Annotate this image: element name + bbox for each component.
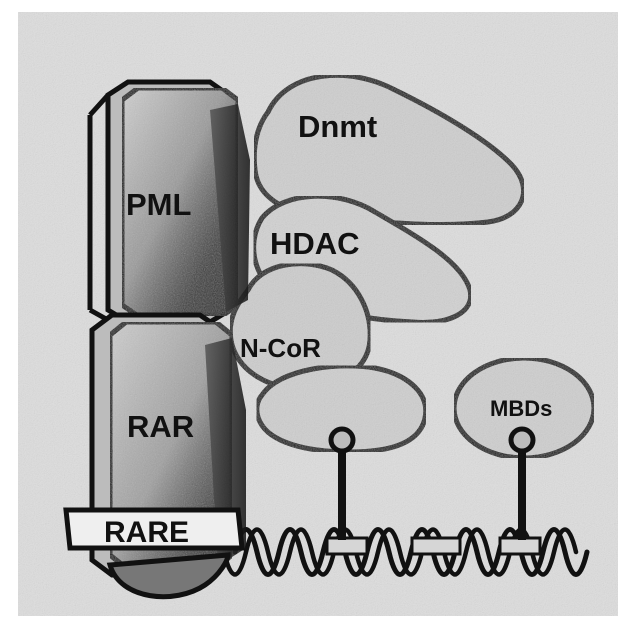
methyl-cpg-bar <box>500 538 540 554</box>
rar-protein <box>92 315 246 597</box>
rare-label: RARE <box>104 516 189 549</box>
methyl-cpg-bar <box>327 538 367 554</box>
pml-label: PML <box>126 187 191 222</box>
rar-label: RAR <box>127 409 194 444</box>
mbds-label: MBDs <box>490 396 552 421</box>
hdac-label: HDAC <box>270 226 360 261</box>
methyl-ball-left <box>331 429 353 451</box>
ncor-label: N-CoR <box>240 333 321 363</box>
dnmt-label: Dnmt <box>298 109 377 144</box>
methyl-ball-right <box>511 429 533 451</box>
methyl-cpg-bar <box>412 538 460 554</box>
